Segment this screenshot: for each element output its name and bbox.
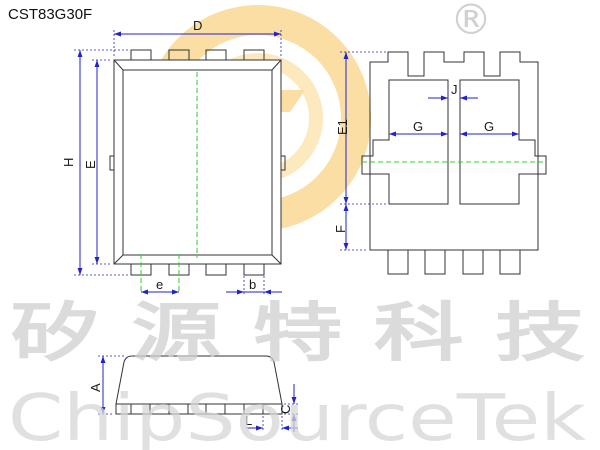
side-view-body bbox=[115, 355, 283, 405]
dimension-e-label: E bbox=[83, 160, 98, 169]
top-view: D H E e b bbox=[61, 18, 286, 296]
dimension-pitch-label: e bbox=[156, 277, 163, 292]
registered-mark: ® bbox=[450, 0, 492, 44]
dimension-l-label: L bbox=[245, 413, 252, 428]
dimension-g-left-label: G bbox=[413, 119, 423, 134]
exposed-pad-left bbox=[361, 79, 449, 205]
bottom-pad bbox=[205, 263, 227, 276]
dimension-h-label: H bbox=[61, 158, 76, 167]
part-number-title: CST83G30F bbox=[8, 6, 92, 23]
dimension-a-label: A bbox=[88, 383, 103, 392]
watermark-english: ChipSourceTek bbox=[8, 382, 586, 450]
bottom-view-pad bbox=[462, 249, 484, 275]
dimension-f-label: F bbox=[333, 225, 348, 233]
exposed-pad-right bbox=[459, 79, 547, 205]
dimension-d-label: D bbox=[193, 18, 202, 33]
bottom-pad bbox=[243, 263, 265, 276]
bottom-view-pad bbox=[499, 249, 521, 275]
bottom-view-pad bbox=[387, 249, 409, 275]
dimension-g-right-label: G bbox=[484, 119, 494, 134]
side-view-lead bbox=[205, 403, 226, 415]
dimension-e1-label: E1 bbox=[335, 119, 350, 135]
top-pad bbox=[205, 49, 227, 61]
top-pad bbox=[130, 49, 152, 61]
dimension-c-label: C bbox=[278, 405, 293, 414]
dimension-b-label: b bbox=[249, 277, 256, 292]
watermark-chinese: 矽 源 特 科 技 bbox=[10, 296, 585, 371]
side-view-lead bbox=[130, 403, 151, 415]
bottom-view: J G G E1 F bbox=[333, 51, 547, 275]
package-body-inner bbox=[122, 69, 273, 256]
side-view: A C L bbox=[88, 355, 298, 432]
dimension-j-label: J bbox=[451, 82, 458, 97]
bottom-view-pad bbox=[424, 249, 446, 275]
side-view-lead bbox=[243, 403, 264, 415]
side-view-lead bbox=[168, 403, 189, 415]
side-view-base bbox=[115, 403, 283, 415]
bottom-view-outline bbox=[369, 51, 539, 251]
